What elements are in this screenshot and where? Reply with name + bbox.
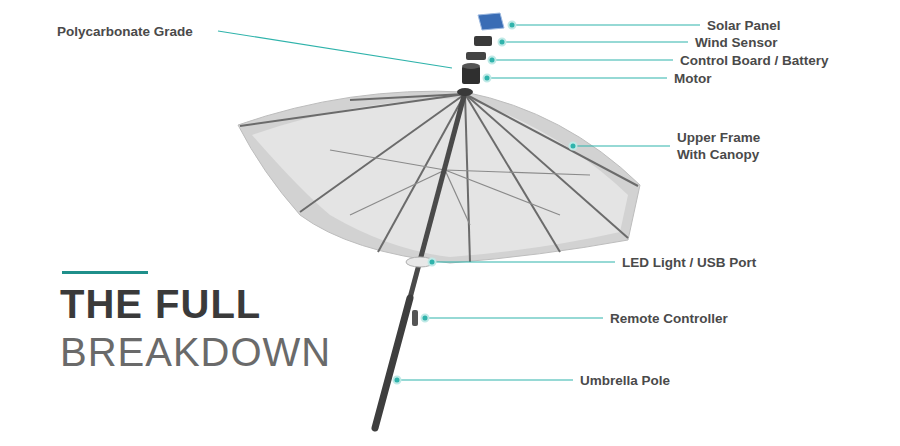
canopy (238, 91, 640, 263)
leader-lines (218, 25, 700, 380)
part-label: Upper Frame With Canopy (677, 129, 777, 163)
motor-top (462, 63, 480, 69)
hub (457, 88, 473, 96)
part-label: Control Board / Battery (680, 52, 829, 69)
wind-sensor (474, 36, 492, 46)
part-label: Motor (674, 70, 712, 87)
part-label: Wind Sensor (695, 34, 777, 51)
part-label: LED Light / USB Port (622, 254, 756, 271)
part-label: Remote Controller (610, 310, 728, 327)
pole-lower (375, 298, 410, 428)
part-label: Umbrella Pole (580, 372, 670, 389)
control-board (466, 52, 486, 60)
remote (412, 310, 418, 326)
part-label: Polycarbonate Grade (57, 23, 193, 40)
canopy-ribs (240, 94, 638, 262)
leader-dots (394, 22, 577, 384)
solar-panel (478, 13, 504, 30)
canopy-struts (330, 150, 590, 225)
title-bar (62, 271, 148, 274)
part-label: Solar Panel (707, 17, 781, 34)
heading: THE FULL BREAKDOWN (60, 280, 360, 376)
